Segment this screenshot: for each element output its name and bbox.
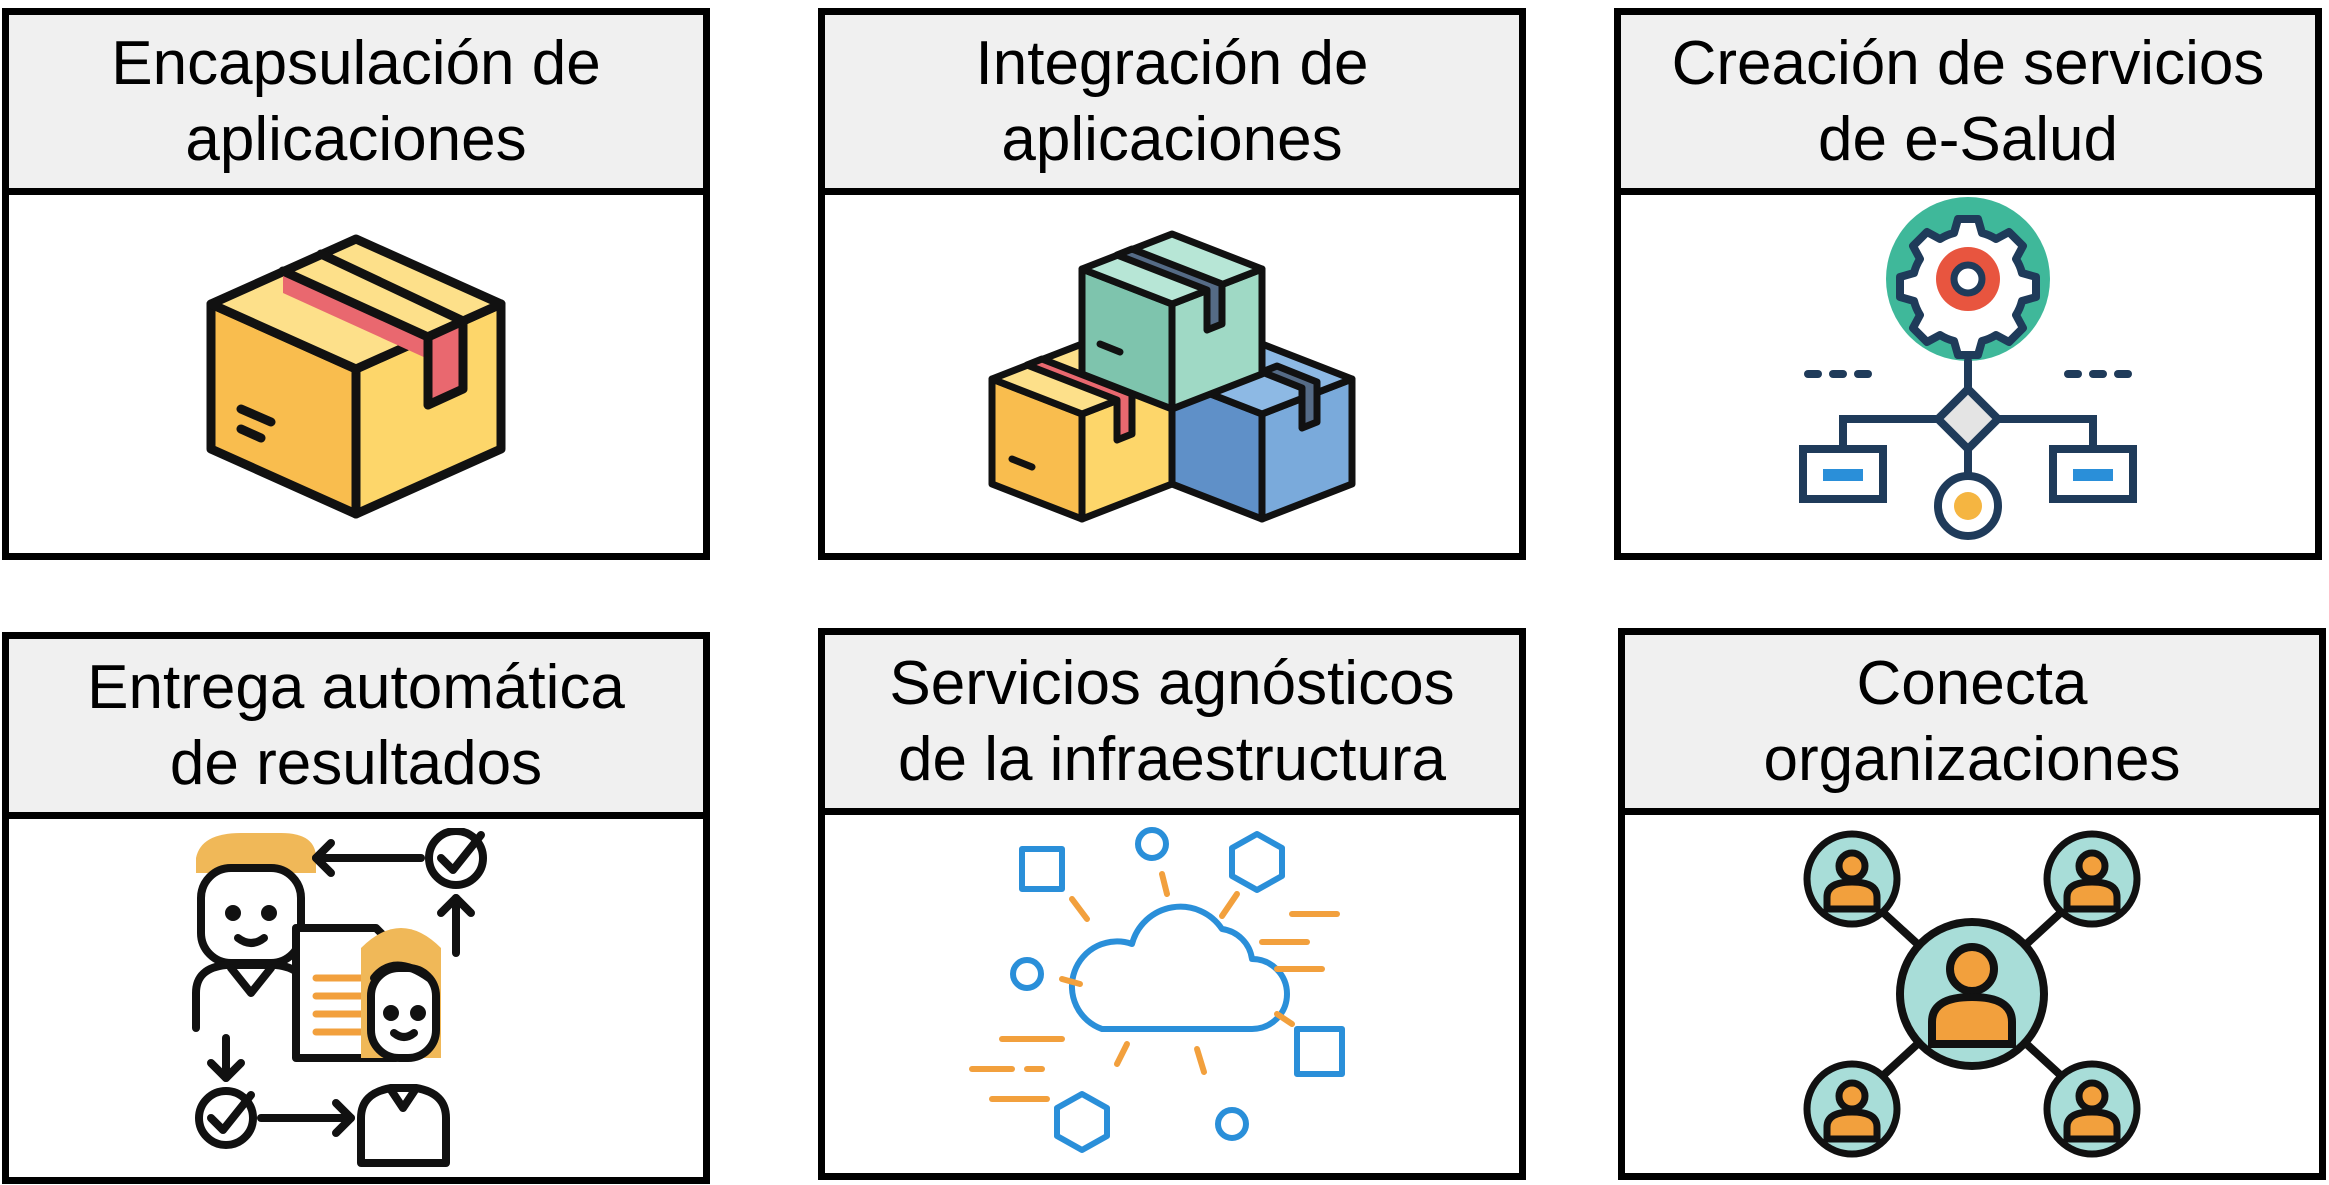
card-connect-organizations: Conecta organizaciones bbox=[1618, 628, 2326, 1180]
card-title: Servicios agnósticos de la infraestructu… bbox=[825, 635, 1519, 815]
card-title-line2: aplicaciones bbox=[185, 104, 527, 174]
cloud-network-icon bbox=[969, 827, 1345, 1153]
card-title-line2: organizaciones bbox=[1763, 724, 2181, 794]
card-title-line2: de e-Salud bbox=[1818, 104, 2118, 174]
card-title-line2: de la infraestructura bbox=[898, 724, 1446, 794]
card-title: Conecta organizaciones bbox=[1625, 635, 2319, 815]
connected-people-icon bbox=[1803, 830, 2141, 1158]
card-illustration bbox=[1625, 815, 2319, 1173]
card-illustration bbox=[825, 815, 1519, 1173]
card-ehealth-services: Creación de servicios de e-Salud bbox=[1614, 8, 2322, 560]
gear-workflow-icon bbox=[1799, 197, 2137, 540]
card-title-line1: Integración de bbox=[975, 28, 1369, 98]
stacked-boxes-icon bbox=[988, 230, 1356, 523]
card-agnostic-services: Servicios agnósticos de la infraestructu… bbox=[818, 628, 1526, 1180]
card-title: Creación de servicios de e-Salud bbox=[1621, 15, 2315, 195]
card-title-line1: Servicios agnósticos bbox=[889, 648, 1455, 718]
cardboard-box-icon bbox=[206, 234, 506, 519]
card-title: Encapsulación de aplicaciones bbox=[9, 15, 703, 195]
card-title-line1: Entrega automática bbox=[87, 652, 625, 722]
card-illustration bbox=[1621, 195, 2315, 553]
card-title: Entrega automática de resultados bbox=[9, 639, 703, 819]
card-title: Integración de aplicaciones bbox=[825, 15, 1519, 195]
people-document-exchange-icon bbox=[192, 828, 487, 1167]
card-title-line1: Creación de servicios bbox=[1671, 28, 2265, 98]
card-title-line2: de resultados bbox=[169, 728, 543, 798]
card-illustration bbox=[825, 195, 1519, 553]
card-encapsulation: Encapsulación de aplicaciones bbox=[2, 8, 710, 560]
card-illustration bbox=[9, 195, 703, 553]
card-title-line1: Conecta bbox=[1856, 648, 2088, 718]
card-automatic-delivery: Entrega automática de resultados bbox=[2, 632, 710, 1184]
card-integration: Integración de aplicaciones bbox=[818, 8, 1526, 560]
card-illustration bbox=[9, 819, 703, 1177]
card-title-line2: aplicaciones bbox=[1001, 104, 1343, 174]
card-title-line1: Encapsulación de bbox=[111, 28, 601, 98]
